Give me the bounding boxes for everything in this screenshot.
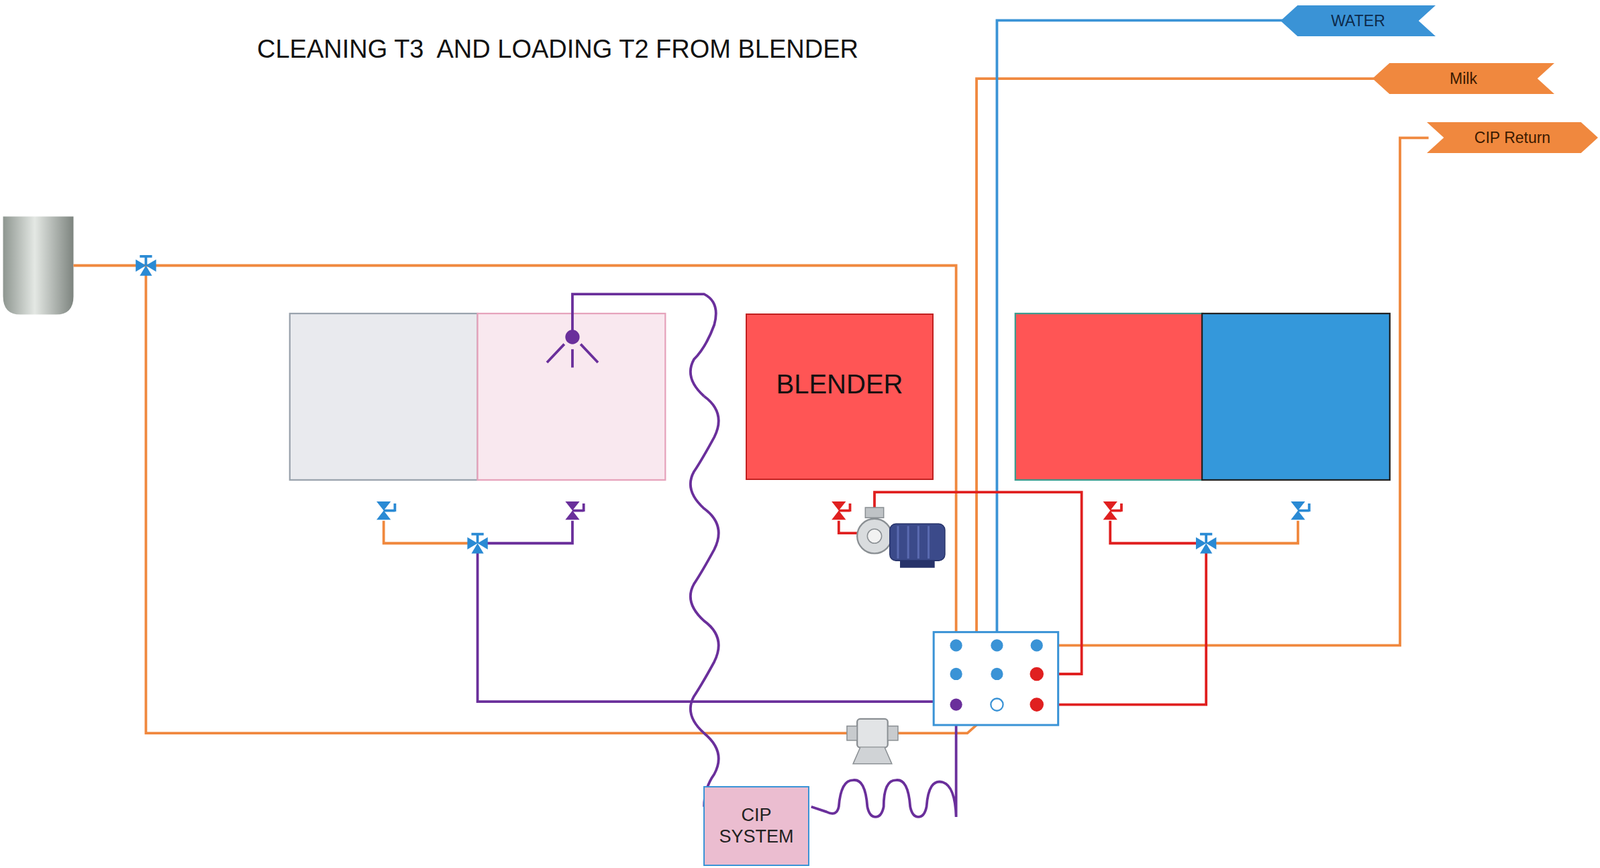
node-label: CIP SYSTEM: [707, 804, 806, 847]
node-label: Milk: [1449, 69, 1478, 88]
node-label: BLENDER: [776, 368, 904, 400]
blender-tank: BLENDER: [745, 313, 934, 480]
diagram-title: CLEANING T3 AND LOADING T2 FROM BLENDER: [257, 34, 859, 64]
node-label: WATER: [1330, 12, 1386, 30]
cip-return-tag: CIP Return: [1426, 122, 1598, 154]
water-tag: WATER: [1280, 5, 1436, 37]
milk-tag: Milk: [1372, 63, 1555, 94]
node-label: CIP Return: [1474, 128, 1551, 147]
cip-system-box: CIP SYSTEM: [703, 785, 810, 866]
